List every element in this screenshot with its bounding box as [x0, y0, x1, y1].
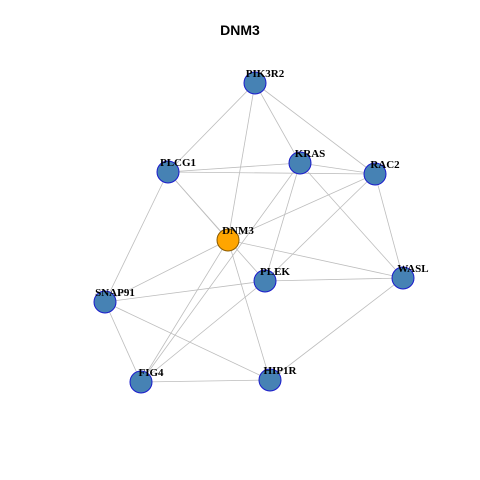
- edge-fig4-hip1r: [140, 379, 271, 383]
- node-label-hip1r: HIP1R: [264, 365, 298, 377]
- edge-dnm3-wasl: [227, 239, 404, 279]
- edge-plcg1-plek: [167, 171, 266, 282]
- node-label-pik3r2: PIK3R2: [246, 68, 285, 80]
- edge-wasl-hip1r: [269, 277, 404, 381]
- edge-layer: [104, 82, 404, 383]
- node-fig4: [129, 370, 153, 394]
- edge-kras-wasl: [299, 162, 404, 279]
- edge-dnm3-snap91: [104, 239, 229, 303]
- edge-rac2-wasl: [374, 173, 404, 279]
- plot-title: DNM3: [220, 22, 260, 38]
- edge-snap91-hip1r: [104, 301, 271, 381]
- node-kras: [288, 151, 312, 175]
- edge-snap91-fig4: [104, 301, 142, 383]
- edge-plcg1-rac2: [167, 171, 376, 175]
- edge-plcg1-snap91: [104, 171, 169, 303]
- node-hip1r: [258, 368, 282, 392]
- node-pik3r2: [243, 71, 267, 95]
- node-label-wasl: WASL: [397, 263, 428, 275]
- node-plcg1: [156, 160, 180, 184]
- edge-plcg1-kras: [167, 162, 301, 173]
- edge-pik3r2-kras: [254, 82, 301, 164]
- edge-plek-fig4: [140, 280, 266, 383]
- edge-kras-plek: [264, 162, 301, 282]
- edge-plek-wasl: [264, 277, 404, 282]
- node-label-rac2: RAC2: [370, 159, 400, 171]
- edge-pik3r2-plcg1: [167, 82, 256, 173]
- edge-dnm3-fig4: [140, 239, 229, 383]
- node-label-kras: KRAS: [295, 148, 326, 160]
- node-label-fig4: FIG4: [138, 367, 164, 379]
- node-dnm3: [216, 228, 240, 252]
- node-plek: [253, 269, 277, 293]
- node-label-snap91: SNAP91: [95, 287, 135, 299]
- edge-kras-fig4: [140, 162, 301, 383]
- node-rac2: [363, 162, 387, 186]
- node-label-plcg1: PLCG1: [160, 157, 196, 169]
- edge-rac2-dnm3: [227, 173, 376, 241]
- node-snap91: [93, 290, 117, 314]
- node-layer: [93, 71, 415, 394]
- node-label-plek: PLEK: [260, 266, 290, 278]
- node-label-dnm3: DNM3: [222, 225, 254, 237]
- edge-pik3r2-rac2: [254, 82, 376, 175]
- edge-dnm3-hip1r: [227, 239, 271, 381]
- edge-plek-snap91: [104, 280, 266, 303]
- edge-pik3r2-dnm3: [227, 82, 256, 241]
- node-wasl: [391, 266, 415, 290]
- edge-rac2-plek: [264, 173, 376, 282]
- edge-kras-rac2: [299, 162, 376, 175]
